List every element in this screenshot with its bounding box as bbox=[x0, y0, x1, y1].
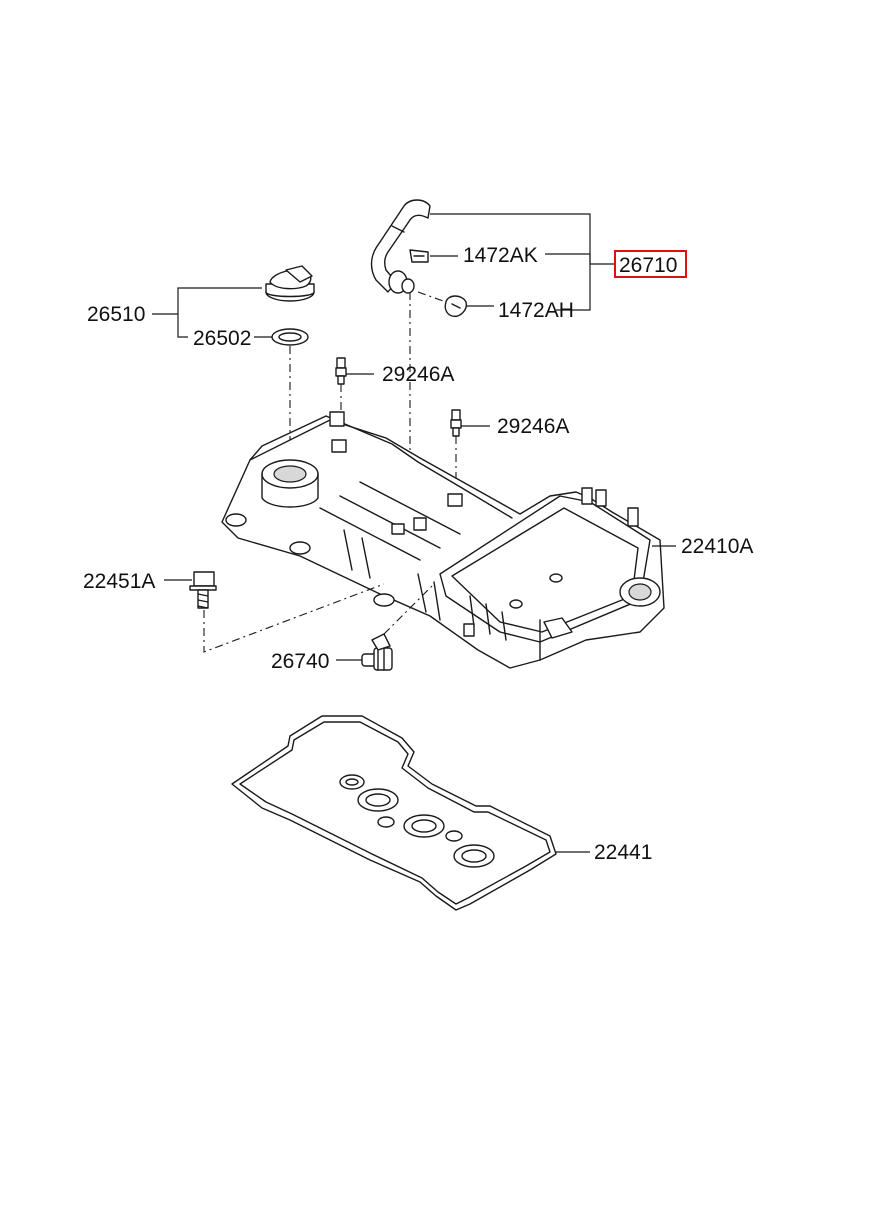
label-26510[interactable]: 26510 bbox=[87, 303, 145, 326]
label-22441[interactable]: 22441 bbox=[594, 841, 652, 864]
hose-clip-lower[interactable] bbox=[444, 295, 467, 317]
rocker-cover[interactable] bbox=[221, 411, 665, 669]
label-26710[interactable]: 26710 bbox=[619, 254, 677, 277]
label-26740[interactable]: 26740 bbox=[271, 650, 329, 673]
label-1472ah[interactable]: 1472AH bbox=[498, 299, 574, 322]
label-29246a-upper[interactable]: 29246A bbox=[382, 363, 454, 386]
stud-bolt-upper[interactable] bbox=[335, 357, 347, 385]
label-1472ak[interactable]: 1472AK bbox=[463, 244, 538, 267]
oil-filler-cap[interactable] bbox=[265, 265, 315, 302]
pcv-valve[interactable] bbox=[361, 633, 393, 671]
cover-bolt[interactable] bbox=[189, 571, 217, 609]
filler-cap-gasket[interactable] bbox=[271, 328, 309, 346]
label-22410a[interactable]: 22410A bbox=[681, 535, 753, 558]
pcv-hose[interactable] bbox=[370, 199, 431, 294]
label-22451a[interactable]: 22451A bbox=[83, 570, 155, 593]
label-26502[interactable]: 26502 bbox=[193, 327, 251, 350]
hose-clip-upper[interactable] bbox=[409, 249, 429, 263]
label-29246a-lower[interactable]: 29246A bbox=[497, 415, 569, 438]
highlight-box-26710 bbox=[614, 250, 687, 278]
stud-bolt-lower[interactable] bbox=[450, 409, 462, 437]
rocker-cover-gasket[interactable] bbox=[231, 715, 557, 911]
